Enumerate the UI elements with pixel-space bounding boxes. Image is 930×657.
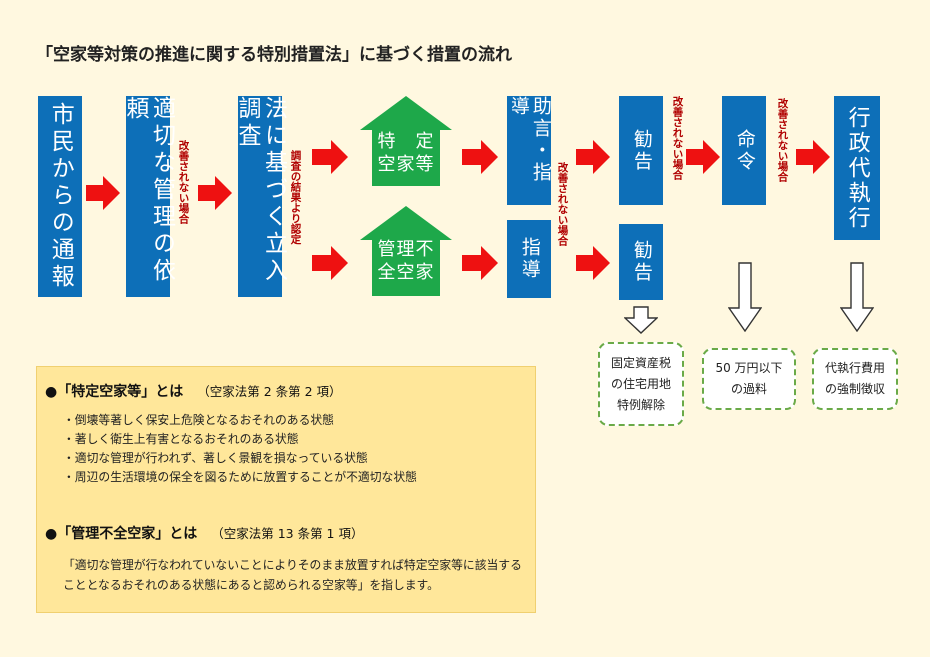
arrow-right-icon (198, 176, 232, 210)
arrow-right-icon (312, 246, 348, 280)
definitions-panel: ●「特定空家等」とは （空家法第 2 条第 2 項） ・倒壊等著しく保安上危険とな… (36, 366, 536, 613)
mismanaged-vacant-heading-text: ●「管理不全空家」とは (45, 526, 198, 542)
note-not-improved: 改善されない場合 (671, 96, 684, 180)
arrow-right-icon (462, 140, 498, 174)
arrow-right-icon (576, 140, 610, 174)
arrow-right-icon (796, 140, 830, 174)
box-management-request: 適切な管理の依頼 (122, 96, 174, 297)
outcome-fine: 50 万円以下 の過料 (702, 348, 796, 410)
note-survey-result: 調査の結果より認定 (289, 150, 302, 245)
arrow-down-icon (840, 262, 874, 332)
note-not-improved: 改善されない場合 (177, 140, 190, 224)
arrow-right-icon (686, 140, 720, 174)
list-item: ・周辺の生活環境の保全を図るために放置することが不適切な状態 (63, 470, 417, 484)
box-recommendation-bottom: 勧告 (619, 224, 663, 300)
note-not-improved: 改善されない場合 (776, 98, 789, 182)
arrow-right-icon (312, 140, 348, 174)
specific-vacant-heading-text: ●「特定空家等」とは (45, 384, 184, 400)
note-not-improved: 改善されない場合 (556, 162, 569, 246)
box-order: 命令 (722, 96, 766, 205)
specific-vacant-heading: ●「特定空家等」とは （空家法第 2 条第 2 項） (45, 381, 342, 401)
mismanaged-vacant-reference: （空家法第 13 条第 1 項） (211, 526, 364, 541)
house-specific-vacant-label: 特 定 空家等 (377, 131, 435, 176)
box-guidance: 指導 (507, 220, 551, 298)
specific-vacant-criteria-list: ・倒壊等著しく保安上危険となるおそれのある状態 ・著しく衛生上有害となるおそれの… (63, 411, 417, 487)
mismanaged-vacant-heading: ●「管理不全空家」とは （空家法第 13 条第 1 項） (45, 523, 363, 543)
box-onsite-inspection: 法に基づく立入調査 (234, 96, 286, 297)
box-administrative-execution: 行政代執行 (834, 96, 880, 240)
list-item: ・著しく衛生上有害となるおそれのある状態 (63, 432, 299, 446)
list-item: ・倒壊等著しく保安上危険となるおそれのある状態 (63, 413, 334, 427)
list-item: ・適切な管理が行われず、著しく景観を損なっている状態 (63, 451, 368, 465)
arrow-right-icon (86, 176, 120, 210)
box-recommendation-top: 勧告 (619, 96, 663, 205)
box-citizen-report: 市民からの通報 (38, 96, 82, 297)
outcome-cost-collection: 代執行費用 の強制徴収 (812, 348, 898, 410)
arrow-down-icon (624, 306, 658, 334)
mismanaged-vacant-definition: 「適切な管理が行なわれていないことによりそのまま放置すれば特定空家等に該当するこ… (63, 558, 522, 592)
arrow-right-icon (576, 246, 610, 280)
box-advice-guidance: 助言・指導 (507, 96, 552, 205)
page-title: 「空家等対策の推進に関する特別措置法」に基づく措置の流れ (36, 45, 512, 65)
outcome-tax-exemption-removal: 固定資産税 の住宅用地 特例解除 (598, 342, 684, 426)
arrow-down-icon (728, 262, 762, 332)
house-specific-vacant-icon (360, 96, 452, 186)
arrow-right-icon (462, 246, 498, 280)
house-mismanaged-vacant-label: 管理不 全空家 (377, 239, 435, 284)
house-mismanaged-vacant-icon (360, 206, 452, 296)
specific-vacant-reference: （空家法第 2 条第 2 項） (197, 384, 342, 399)
